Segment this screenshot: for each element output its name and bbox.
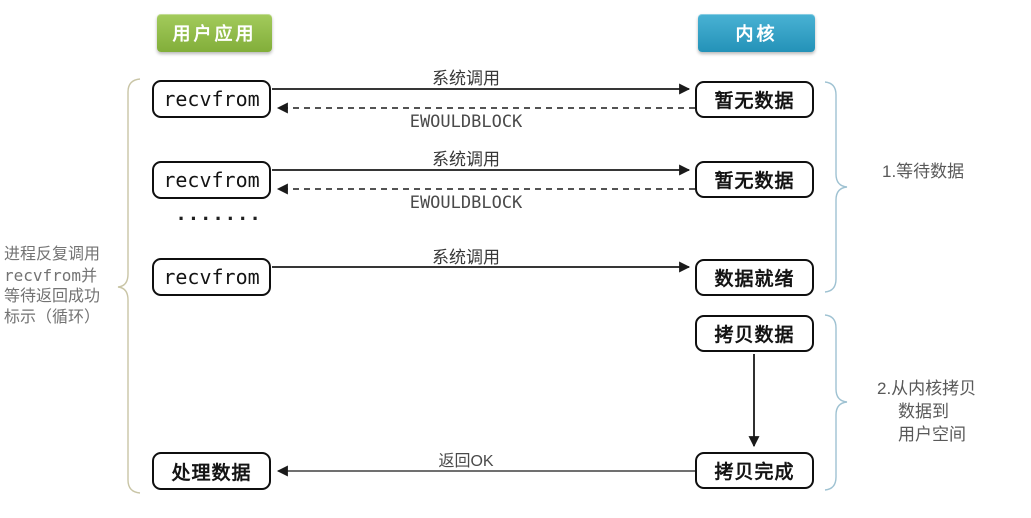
node-recvfrom-3: recvfrom <box>152 258 271 296</box>
kernel-header: 内核 <box>698 14 815 52</box>
node-data-ready: 数据就绪 <box>695 259 814 296</box>
node-recvfrom-1: recvfrom <box>152 80 271 118</box>
loop-note: 进程反复调用 recvfrom并 等待返回成功 标示（循环） <box>4 244 136 328</box>
brace-copy-phase <box>824 314 848 491</box>
node-copy-done: 拷贝完成 <box>695 452 814 489</box>
loop-note-line: 标示（循环） <box>4 309 101 326</box>
label-return-ok: 返回OK <box>438 453 494 470</box>
user-app-header: 用户应用 <box>157 14 272 52</box>
node-no-data-1: 暂无数据 <box>695 81 814 118</box>
label-ewouldblock-2: EWOULDBLOCK <box>409 193 523 213</box>
label-syscall-1: 系统调用 <box>432 69 500 88</box>
brace-wait-data <box>824 81 848 293</box>
node-process-data: 处理数据 <box>152 452 271 490</box>
loop-note-line: 进程反复调用 <box>4 246 101 263</box>
loop-note-line: 等待返回成功 <box>4 288 101 305</box>
phase-2-line: 2.从内核拷贝 <box>877 379 977 398</box>
phase-2-line: 数据到 <box>898 402 949 421</box>
label-syscall-3: 系统调用 <box>432 248 500 267</box>
node-recvfrom-2: recvfrom <box>152 161 271 199</box>
label-ewouldblock-1: EWOULDBLOCK <box>409 112 523 132</box>
label-syscall-2: 系统调用 <box>432 150 500 169</box>
loop-ellipsis: ······· <box>178 206 265 231</box>
brace-loop <box>117 78 141 494</box>
phase-2-label: 2.从内核拷贝 数据到 用户空间 <box>877 377 976 446</box>
loop-note-line: recvfrom并 <box>4 266 98 285</box>
node-copy-data: 拷贝数据 <box>695 315 814 352</box>
phase-1-label: 1.等待数据 <box>882 162 965 181</box>
node-no-data-2: 暂无数据 <box>695 161 814 198</box>
phase-2-line: 用户空间 <box>898 425 966 444</box>
